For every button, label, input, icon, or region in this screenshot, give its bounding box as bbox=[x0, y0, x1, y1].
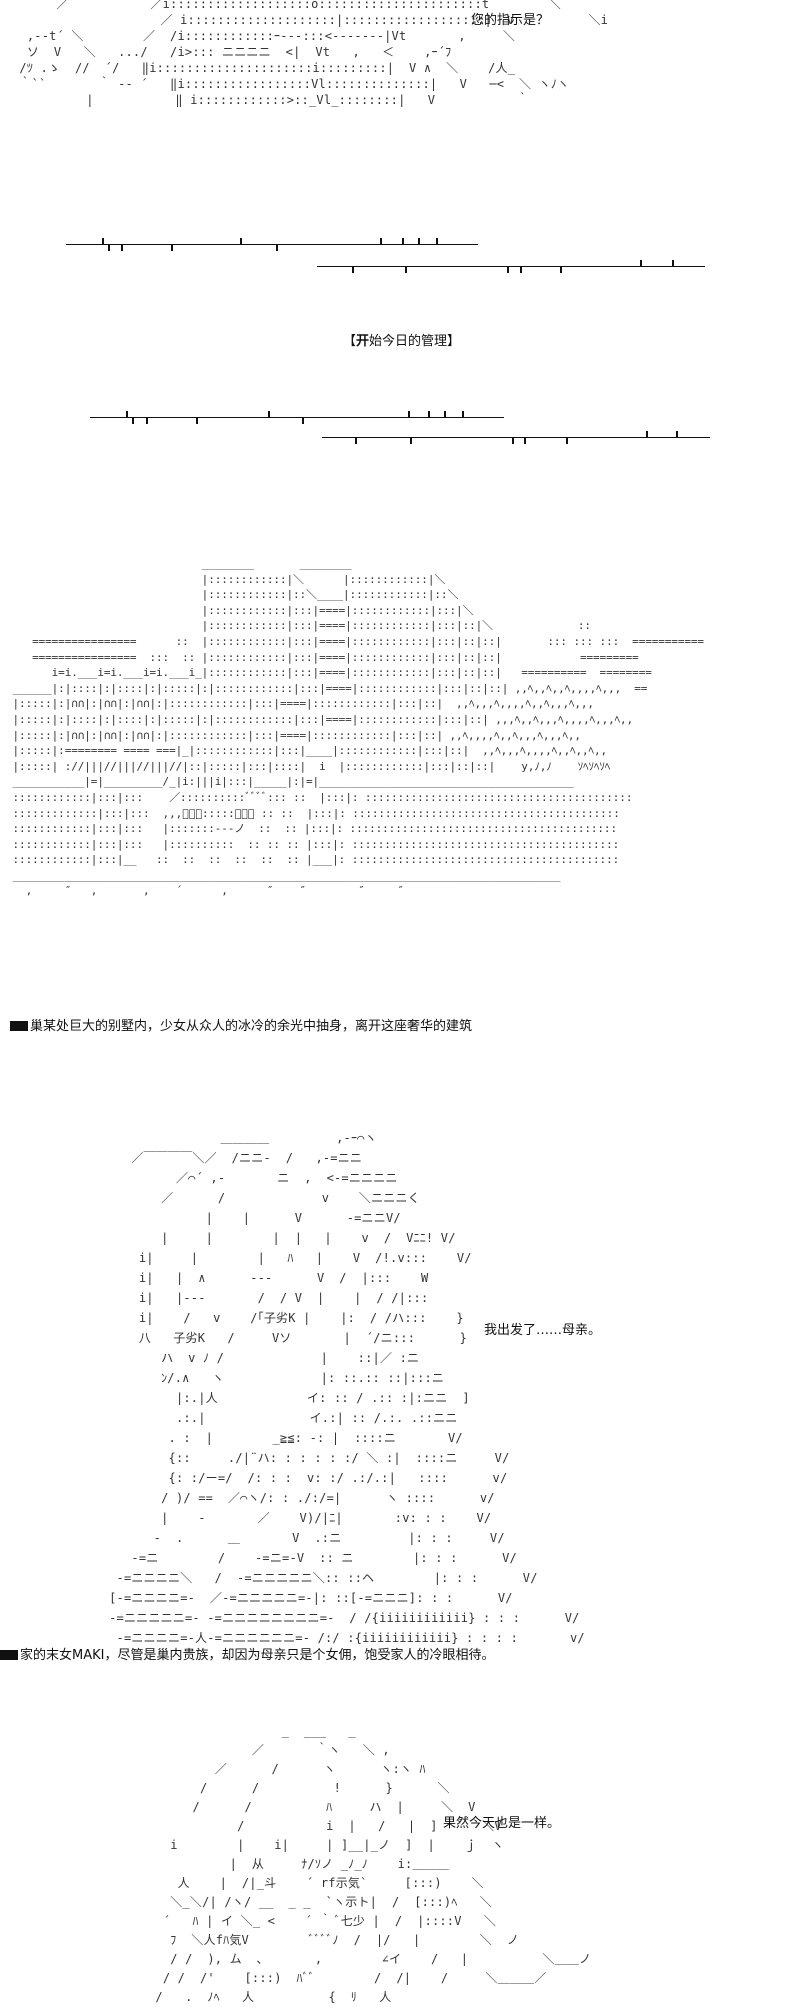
caption-block-mark bbox=[10, 1021, 28, 1031]
heading-bracket-open: 【 bbox=[343, 334, 357, 349]
heading-bold-char: 开 bbox=[356, 334, 370, 349]
ascii-art-mansion: ________ ________ |::::::::::::|＼ |:::::… bbox=[12, 557, 705, 898]
caption-block-mark-2 bbox=[0, 1650, 18, 1660]
ascii-art-girl-departing: ＿＿＿＿ ,-ｰ⌒ヽ ／￣￣￣￣＼／ /ニニ- / ,-=ニニ ／⌒´ ,- ニ… bbox=[109, 1131, 585, 1645]
speech-departure: 我出发了……母亲。 bbox=[484, 1323, 602, 1338]
narration-caption-1: 巢某处巨大的别墅内，少女从众人的冰冷的余光中抽身，离开这座奢华的建筑 bbox=[10, 1018, 472, 1036]
caption-text-1: 巢某处巨大的别墅内，少女从众人的冰冷的余光中抽身，离开这座奢华的建筑 bbox=[30, 1019, 473, 1034]
heading-rest: 始今日的管理】 bbox=[369, 334, 461, 349]
narration-caption-2: 家的末女MAKI，尽管是巢内贵族，却因为母亲只是个女佣，饱受家人的冷眼相待。 bbox=[0, 1647, 494, 1665]
ascii-art-girl-close-up: _ ___ _ ／ ｀ヽ ＼ , ／ / ヽ ヽ:ヽ ﾊ / / ! } ＼ /… bbox=[155, 1724, 592, 2004]
caption-text-2: 家的末女MAKI，尽管是巢内贵族，却因为母亲只是个女佣，饱受家人的冷眼相待。 bbox=[20, 1648, 495, 1663]
speech-same-as-always: 果然今天也是一样。 bbox=[443, 1816, 561, 1831]
ascii-art-scene1: ／ ／i:::::::::::::::::::o::::::::::::::::… bbox=[19, 0, 609, 107]
speech-instructions: 您的指示是？ bbox=[471, 13, 550, 28]
heading-start-daily-management: 【开始今日的管理】 bbox=[343, 333, 460, 351]
